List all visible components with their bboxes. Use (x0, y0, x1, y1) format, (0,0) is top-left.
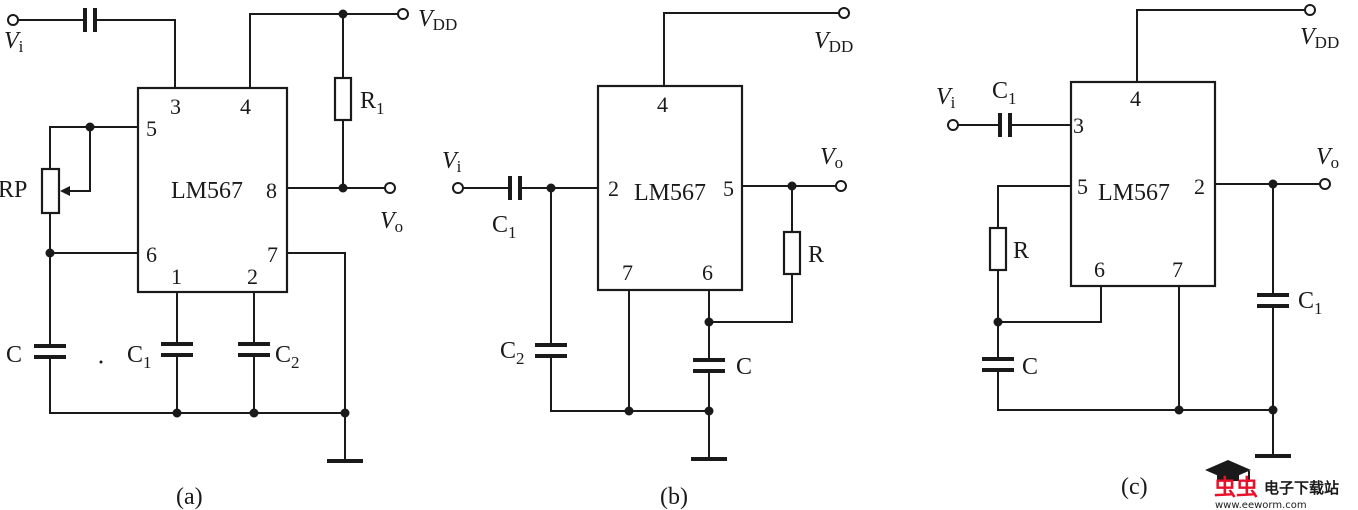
c2-label-a: C2 (275, 342, 300, 372)
lm567-chip-b (596, 84, 744, 292)
pin1-a: 1 (171, 264, 182, 289)
r1-label-a: R1 (360, 88, 385, 118)
pin4-a: 4 (240, 94, 251, 119)
vi-terminal-c (947, 119, 959, 131)
pin6-b: 6 (702, 260, 713, 285)
graduation-cap-icon (1205, 460, 1251, 482)
c1-in-label-c: C1 (992, 78, 1017, 108)
pin7-a: 7 (267, 242, 278, 267)
vo-terminal-c (1319, 178, 1331, 190)
pin5-a: 5 (146, 116, 157, 141)
pin2-c: 2 (1194, 174, 1205, 199)
vi-label-a: Vi (4, 28, 24, 56)
c1-label-b: C1 (492, 212, 517, 242)
caption-a: (a) (176, 484, 203, 510)
watermark-logo: 虫虫 (1214, 475, 1258, 501)
pin2-a: 2 (247, 264, 258, 289)
pin8-a: 8 (266, 178, 277, 203)
vdd-label-a: VDD (418, 6, 457, 34)
caption-b: (b) (660, 484, 688, 510)
watermark: 虫虫 电子下载站 www.eeworm.com (1205, 460, 1339, 510)
vdd-label-b: VDD (814, 28, 853, 56)
pin7-c: 7 (1172, 257, 1183, 282)
vo-terminal-a (384, 182, 396, 194)
chip-name-c: LM567 (1098, 180, 1170, 206)
rp-label-a: RP (0, 177, 27, 203)
vo-label-b: Vo (820, 144, 843, 172)
vi-label-c: Vi (936, 84, 956, 112)
c-label-a: C (6, 342, 22, 368)
potentiometer-rp-a (40, 167, 61, 215)
resistor-r-b (782, 230, 802, 276)
pin3-c: 3 (1073, 113, 1084, 138)
lm567-chip-a (136, 86, 289, 294)
c-label-b: C (736, 354, 752, 380)
lm567-chip-c (1069, 80, 1217, 288)
circuit-a: Vi VDD Vo R1 RP C C1 C2 LM567 3 4 5 8 6 … (0, 6, 457, 510)
vi-terminal-b (452, 182, 464, 194)
pin5-c: 5 (1077, 174, 1088, 199)
pin4-b: 4 (657, 92, 668, 117)
caption-c: (c) (1121, 474, 1148, 500)
vdd-terminal-b (838, 7, 850, 19)
watermark-site-name: 电子下载站 (1264, 479, 1339, 497)
chip-name-a: LM567 (171, 178, 243, 204)
vdd-terminal-c (1304, 4, 1316, 16)
pin6-c: 6 (1094, 257, 1105, 282)
vo-label-a: Vo (380, 208, 403, 236)
c1-label-a: C1 (127, 342, 152, 372)
vdd-label-c: VDD (1300, 24, 1339, 52)
vi-terminal-a (7, 14, 19, 26)
chip-name-b: LM567 (634, 180, 706, 206)
pin4-c: 4 (1130, 86, 1141, 111)
pin3-a: 3 (170, 94, 181, 119)
pin5-b: 5 (723, 176, 734, 201)
c1-out-label-c: C1 (1298, 288, 1323, 318)
circuit-c: VDD Vi C1 Vo R C C1 LM567 4 3 5 2 6 7 (c… (936, 4, 1339, 500)
c2-label-b: C2 (500, 338, 525, 368)
vo-label-c: Vo (1316, 144, 1339, 172)
pin2-b: 2 (608, 176, 619, 201)
resistor-r-c (988, 226, 1008, 272)
r-label-b: R (808, 242, 824, 268)
watermark-url: www.eeworm.com (1215, 500, 1307, 510)
circuit-b: VDD Vi Vo C1 C2 R C LM567 4 2 5 7 6 (b) (442, 7, 853, 510)
pin6-a: 6 (146, 242, 157, 267)
c-label-c: C (1022, 354, 1038, 380)
vi-label-b: Vi (442, 148, 462, 176)
pin7-b: 7 (622, 260, 633, 285)
vdd-terminal-a (397, 8, 409, 20)
resistor-r1-a (333, 76, 353, 122)
r-label-c: R (1013, 238, 1029, 264)
vo-terminal-b (835, 180, 847, 192)
